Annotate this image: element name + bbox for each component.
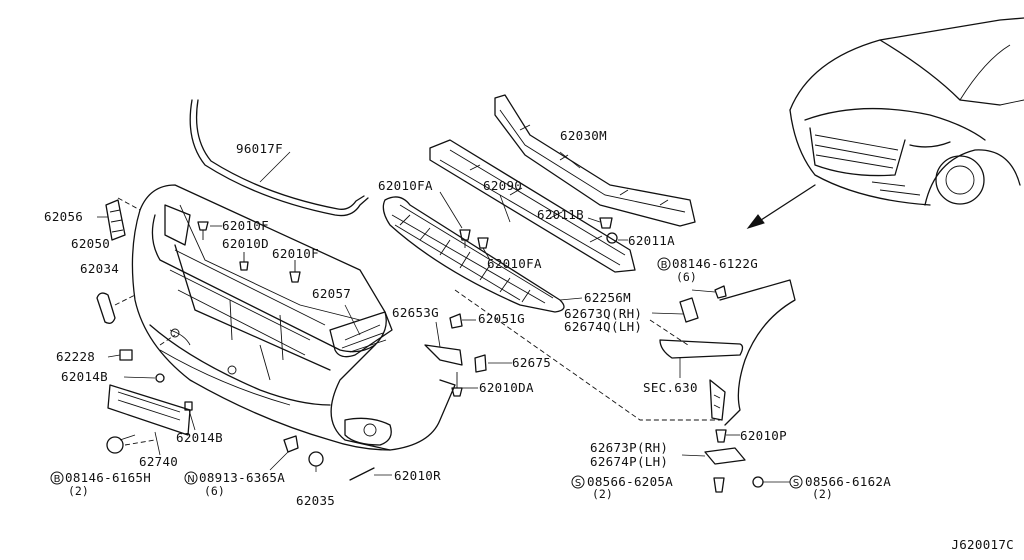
absorber-62090: [429, 139, 636, 273]
label-96017F: 96017F: [236, 141, 283, 156]
bumper-fascia-62050: [131, 184, 456, 451]
car-inset-drawing: [789, 17, 1024, 206]
label-08566-6205A: 08566-6205A: [587, 474, 673, 489]
label-08566-6162A: 08566-6162A: [805, 474, 891, 489]
marker-s: S: [575, 478, 581, 489]
screw-callout-08566-6205A: S 08566-6205A (2): [571, 474, 673, 501]
label-62228: 62228: [56, 349, 95, 364]
label-62035: 62035: [296, 493, 335, 508]
label-62256M: 62256M: [584, 290, 631, 305]
marker-b: B: [54, 474, 61, 485]
label-62011B: 62011B: [537, 207, 584, 222]
label-62011A: 62011A: [628, 233, 675, 248]
label-62014B-2: 62014B: [176, 430, 223, 445]
label-62675: 62675: [512, 355, 551, 370]
license-bracket-62740: [107, 384, 191, 456]
label-62010P: 62010P: [740, 428, 787, 443]
fender-section-630: [659, 279, 796, 426]
label-62010F-1: 62010F: [222, 218, 269, 233]
label-62034: 62034: [80, 261, 119, 276]
diagram-code: J620017C: [951, 537, 1014, 552]
grille-62256M: [382, 196, 583, 313]
bracket-62056: [97, 197, 141, 241]
dashed-guides: [124, 289, 720, 446]
qty-08146-6165H: (2): [68, 484, 89, 498]
marker-s: S: [793, 478, 799, 489]
label-62010F-2: 62010F: [272, 246, 319, 261]
label-62050: 62050: [71, 236, 110, 251]
label-08146-6165H: 08146-6165H: [65, 470, 151, 485]
labels: 96017F 62030M 62010FA 62090 62011B 62011…: [44, 128, 787, 508]
reinforcement-62030M: [494, 94, 696, 227]
direction-arrow: [746, 184, 816, 229]
qty-08146-6122G: (6): [676, 270, 697, 284]
label-62010R: 62010R: [394, 468, 441, 483]
qty-08566-6162A: (2): [812, 487, 833, 501]
clip-62014B-left: [123, 373, 165, 383]
qty-08566-6205A: (2): [592, 487, 613, 501]
label-62653G: 62653G: [392, 305, 439, 320]
label-62674Q: 62674Q(LH): [564, 319, 642, 334]
nut-callout-08913-6365A: N 08913-6365A (6): [184, 470, 285, 498]
label-62673Q: 62673Q(RH): [564, 306, 642, 321]
screw-callout-08566-6162A: S 08566-6162A (2): [789, 474, 891, 501]
marker-n: N: [187, 474, 194, 485]
label-62674P: 62674P(LH): [590, 454, 668, 469]
part-62034: [96, 292, 136, 324]
label-sec-630: SEC.630: [643, 380, 698, 395]
fasteners: [106, 191, 790, 493]
label-62056: 62056: [44, 209, 83, 224]
label-62030M: 62030M: [560, 128, 607, 143]
label-62010FA-2: 62010FA: [487, 256, 542, 271]
bolt-callout-08146-6122G: B 08146-6122G (6): [657, 256, 758, 284]
label-62014B-1: 62014B: [61, 369, 108, 384]
label-62090: 62090: [483, 178, 522, 193]
molding-strip-96017F: [189, 99, 369, 217]
label-62057: 62057: [312, 286, 351, 301]
qty-08913-6365A: (6): [204, 484, 225, 498]
part-62228: [107, 349, 133, 361]
label-62010D: 62010D: [222, 236, 269, 251]
label-08146-6122G: 08146-6122G: [672, 256, 758, 271]
label-62051G: 62051G: [478, 311, 525, 326]
label-62010DA: 62010DA: [479, 380, 534, 395]
corner-grille-62057: [329, 304, 393, 358]
bolt-callout-08146-6165H: B 08146-6165H (2): [50, 470, 151, 498]
label-62740: 62740: [139, 454, 178, 469]
label-62673P: 62673P(RH): [590, 440, 668, 455]
label-62010FA-1: 62010FA: [378, 178, 433, 193]
marker-b: B: [661, 260, 668, 271]
label-08913-6365A: 08913-6365A: [199, 470, 285, 485]
